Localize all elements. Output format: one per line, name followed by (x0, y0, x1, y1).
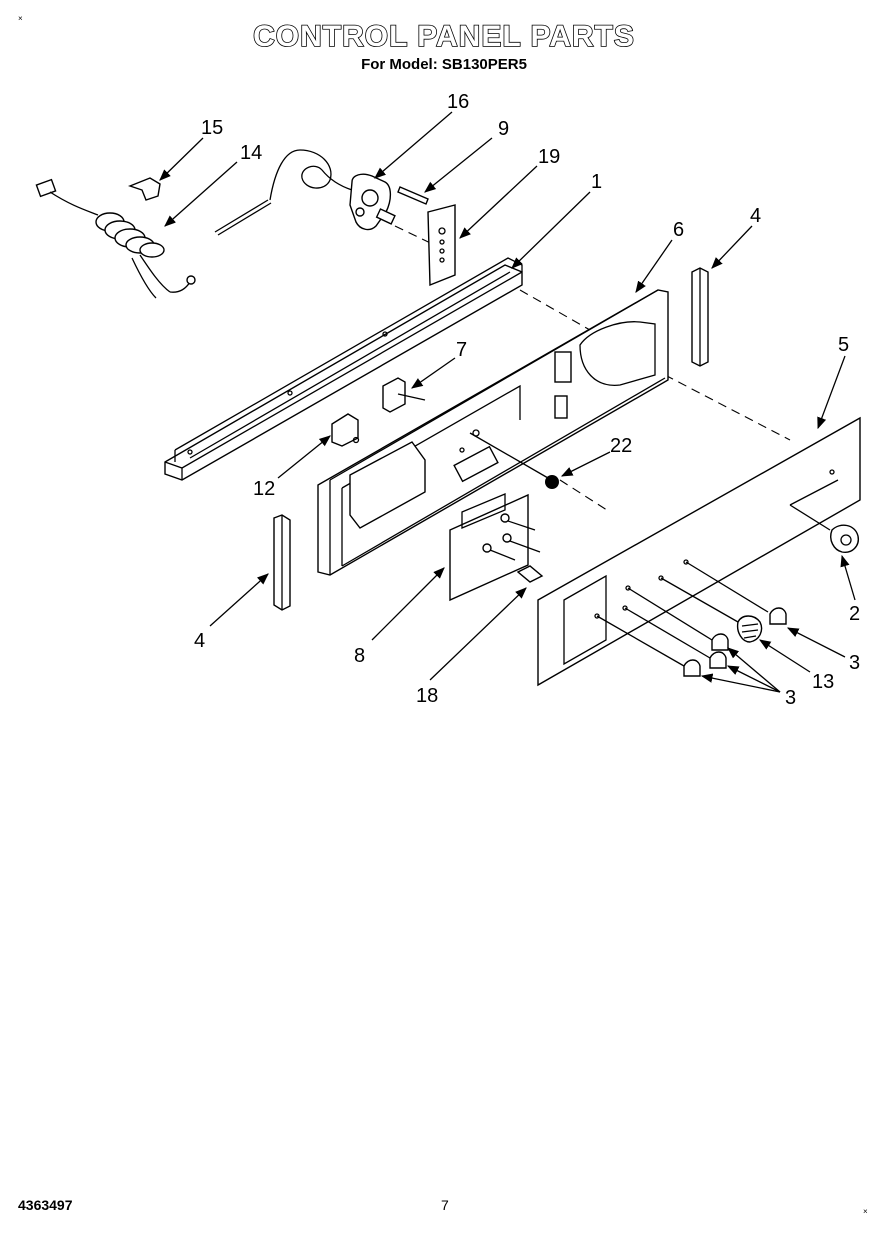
callout-8: 8 (354, 645, 365, 667)
callout-labels: 15 14 16 9 19 1 6 4 7 5 22 12 2 4 8 3 13… (194, 91, 860, 709)
registration-mark-top-left: × (18, 14, 23, 23)
callout-3-bottom: 3 (785, 687, 796, 709)
page-title: CONTROL PANEL PARTS (252, 19, 635, 54)
knob-guide-lines (469, 432, 769, 667)
end-bracket-right-part (691, 267, 709, 367)
callout-12: 12 (253, 478, 275, 500)
callout-9: 9 (498, 118, 509, 140)
circuit-board-part (449, 493, 541, 602)
callout-15: 15 (201, 117, 223, 139)
power-cord-part (35, 178, 196, 299)
thermostat-part (349, 173, 396, 231)
front-panel-part (537, 416, 861, 687)
pin-part (397, 186, 429, 205)
model-subtitle: For Model: SB130PER5 (361, 56, 527, 73)
callout-2: 2 (849, 603, 860, 625)
callout-arrows (159, 111, 856, 693)
mounting-plate-part (427, 204, 456, 287)
callout-5: 5 (838, 334, 849, 356)
relay-block-part (331, 413, 360, 447)
callout-18: 18 (416, 685, 438, 707)
callout-19: 19 (538, 146, 560, 168)
callout-4-left: 4 (194, 630, 205, 652)
callout-7: 7 (456, 339, 467, 361)
callout-16: 16 (447, 91, 469, 113)
grommet-part (545, 475, 559, 489)
spacer-part (516, 565, 544, 583)
large-knob-part (830, 524, 859, 553)
switch-part (382, 377, 426, 413)
callout-13: 13 (812, 671, 834, 693)
button-caps-part (683, 607, 787, 677)
document-number: 4363497 (18, 1197, 73, 1213)
page-number: 7 (441, 1197, 449, 1213)
callout-4-right: 4 (750, 205, 761, 227)
end-bracket-left-part (273, 514, 291, 611)
callout-14: 14 (240, 142, 262, 164)
cord-clip-part (127, 177, 161, 201)
finned-knob-part (736, 615, 763, 643)
callout-6: 6 (673, 219, 684, 241)
registration-mark-bottom-right: × (863, 1207, 868, 1216)
thermostat-capillary (214, 149, 353, 236)
control-panel-frame-part (317, 289, 669, 576)
callout-3-top: 3 (849, 652, 860, 674)
callout-1: 1 (591, 171, 602, 193)
callout-22: 22 (610, 435, 632, 457)
